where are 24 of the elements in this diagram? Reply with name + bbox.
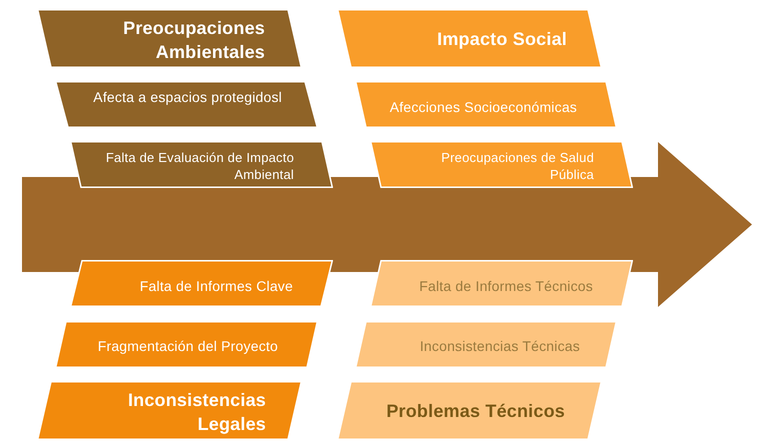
cause-text: Afecciones Socioeconómicas <box>390 98 577 116</box>
category-banner <box>37 9 302 68</box>
category-title: Problemas Técnicos <box>386 400 565 423</box>
category-title: Inconsistencias Legales <box>126 389 266 436</box>
cause-banner <box>355 321 617 368</box>
cause-text: Inconsistencias Técnicas <box>420 337 580 355</box>
category-banner <box>337 381 602 440</box>
cause-text: Fragmentación del Proyecto <box>98 337 278 355</box>
cause-text: Falta de Evaluación de Impacto Ambiental <box>104 149 294 183</box>
category-banner <box>337 9 602 68</box>
category-banner <box>37 381 302 440</box>
cause-banner <box>370 260 633 307</box>
cause-banner <box>55 81 318 128</box>
cause-banner <box>355 81 617 128</box>
cause-text: Preocupaciones de Salud Pública <box>440 149 594 183</box>
cause-banner <box>370 141 633 188</box>
category-title: Impacto Social <box>437 28 567 51</box>
category-title: Preocupaciones Ambientales <box>122 17 265 64</box>
cause-text: Falta de Informes Clave <box>140 277 293 295</box>
cause-banner <box>55 321 318 368</box>
cause-text: Afecta a espacios protegidosl <box>93 88 282 106</box>
cause-banner <box>70 141 333 188</box>
cause-text: Falta de Informes Técnicos <box>419 277 593 295</box>
cause-banner <box>70 260 333 307</box>
